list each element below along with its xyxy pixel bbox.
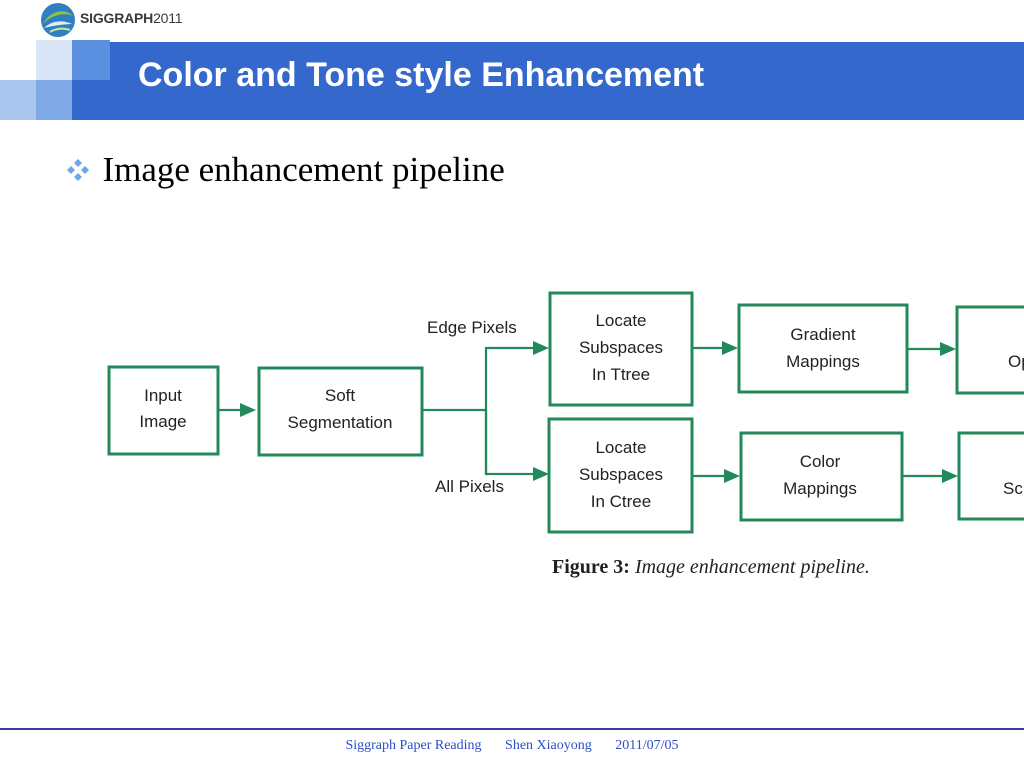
box-label: In Ctree: [591, 492, 651, 511]
diamond-bullet-icon: [67, 159, 89, 181]
bullet-item: Image enhancement pipeline: [64, 150, 505, 190]
caption-label: Figure 3:: [552, 556, 630, 578]
decor-square: [72, 40, 110, 80]
box-label: Segmentation: [288, 413, 393, 432]
arrow-head: [942, 469, 958, 483]
box-label: Mappings: [786, 352, 860, 371]
bullet-text: Image enhancement pipeline: [102, 150, 505, 189]
box-label: Subspaces: [579, 338, 663, 357]
input-image-box: [107, 365, 220, 456]
box-label: Color: [800, 452, 841, 471]
slide-title: Color and Tone style Enhancement: [138, 56, 705, 94]
caption-text: Image enhancement pipeline.: [634, 556, 870, 578]
decor-square: [36, 40, 72, 80]
box-label: Gradient: [790, 325, 855, 344]
footer: Siggraph Paper Reading Shen Xiaoyong 201…: [0, 738, 1024, 754]
logo-text: SIGGRAPH: [80, 10, 154, 26]
box-label: Soft: [325, 386, 356, 405]
arrow-head: [533, 467, 549, 481]
decor-square: [72, 80, 110, 120]
right-top-box: [955, 305, 1024, 395]
footer-divider: [0, 728, 1024, 730]
title-band: [110, 42, 1024, 120]
box-label: Mappings: [783, 479, 857, 498]
box-label: Locate: [595, 311, 646, 330]
soft-segmentation-box: [257, 366, 424, 457]
decor-square: [36, 80, 72, 120]
edge-label-edge-pixels: Edge Pixels: [427, 318, 517, 337]
footer-author: Shen Xiaoyong: [505, 738, 592, 753]
edge-label-all-pixels: All Pixels: [435, 477, 504, 496]
box-label: Locate: [595, 438, 646, 457]
arrow-head: [722, 341, 738, 355]
right-bottom-box: [957, 431, 1024, 521]
connector-line: [484, 346, 533, 474]
color-mappings-box: [739, 431, 904, 522]
logo-year: 2011: [153, 10, 183, 26]
connector-line: [484, 410, 533, 476]
footer-date: 2011/07/05: [615, 738, 679, 753]
locate-ctree-box: [547, 417, 694, 534]
box-label: Op: [1008, 352, 1024, 371]
box-label: In Ttree: [592, 365, 650, 384]
figure-caption: Figure 3: Image enhancement pipeline.: [552, 556, 870, 579]
box-label: Image: [139, 412, 186, 431]
arrow-head: [533, 341, 549, 355]
decor-square: [0, 80, 36, 120]
locate-ttree-box: [548, 291, 694, 407]
box-label: Subspaces: [579, 465, 663, 484]
box-label: Input: [144, 386, 182, 405]
footer-course: Siggraph Paper Reading: [345, 738, 482, 753]
arrow-head: [240, 403, 256, 417]
gradient-mappings-box: [737, 303, 909, 394]
siggraph-logo-icon: [41, 3, 75, 37]
arrow-head: [724, 469, 740, 483]
arrow-head: [940, 342, 956, 356]
siggraph-logo: SIGGRAPH2011: [40, 2, 183, 38]
box-label: Sc: [1003, 479, 1023, 498]
